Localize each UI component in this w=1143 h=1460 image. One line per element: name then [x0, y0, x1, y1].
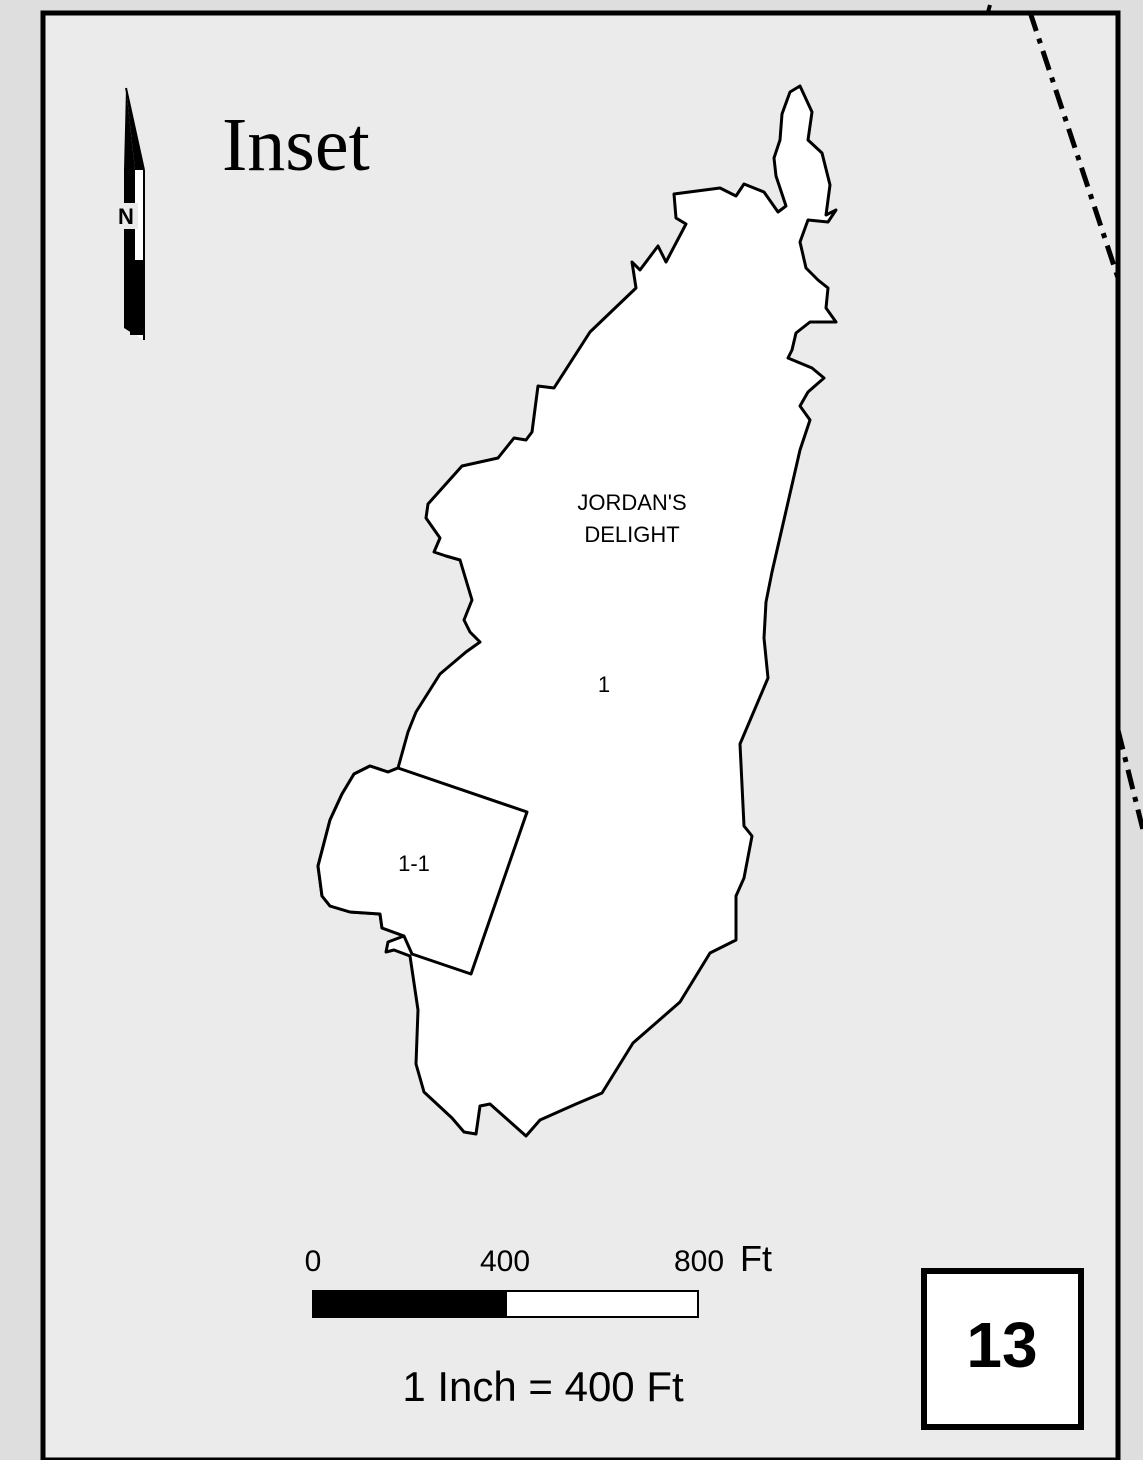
north-arrow-icon: N: [114, 87, 145, 340]
sheet-number-box: 13: [921, 1268, 1084, 1430]
north-label: N: [118, 204, 134, 229]
scale-bar-white: [505, 1290, 699, 1318]
scale-tick-400: 400: [480, 1245, 530, 1278]
scale-text: 1 Inch = 400 Ft: [402, 1363, 684, 1410]
parcel-name-line2: DELIGHT: [584, 522, 679, 547]
scale-tick-800: 800: [674, 1245, 724, 1278]
scale-unit: Ft: [740, 1238, 772, 1279]
scale-tick-0: 0: [305, 1245, 322, 1278]
parcel-sub-id: 1-1: [398, 851, 430, 876]
parcel-1-1: [316, 764, 529, 976]
scale-bar: 0 400 800 Ft 1 Inch = 400 Ft: [305, 1238, 772, 1410]
sheet-number: 13: [966, 1309, 1037, 1381]
boundary-line-upper: [1027, 11, 1121, 279]
map-title: Inset: [222, 103, 370, 187]
scale-bar-black: [312, 1290, 507, 1318]
parcel-main-id: 1: [598, 672, 610, 697]
boundary-tick-top: [986, 4, 992, 13]
boundary-line-lower: [1115, 729, 1143, 831]
parcel-name-line1: JORDAN'S: [577, 490, 686, 515]
